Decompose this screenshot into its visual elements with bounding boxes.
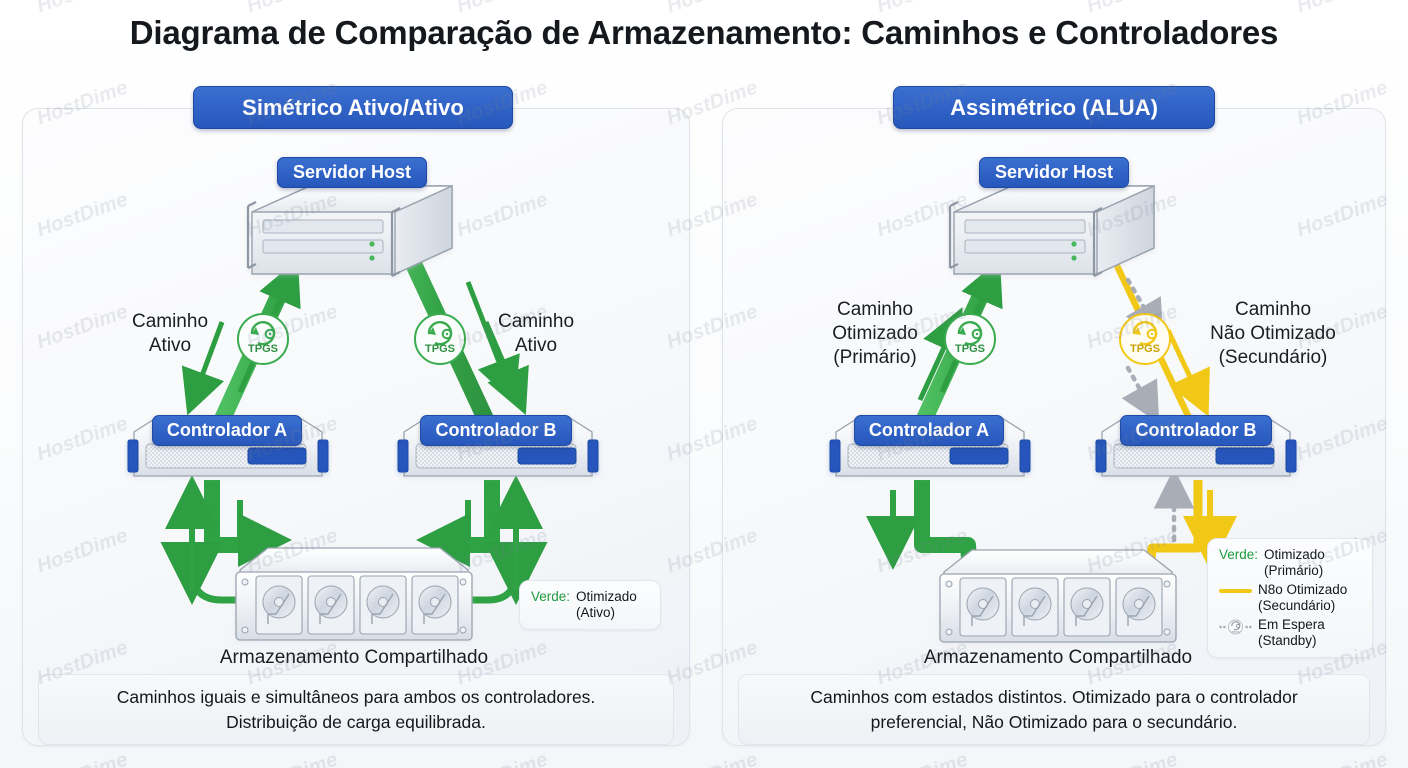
right-controller-b-label: Controlador B [1120, 415, 1272, 446]
legend-green-key: Verde: [531, 589, 571, 604]
left-path-label-a-line2: Ativo [148, 334, 192, 356]
right-storage-array [939, 549, 1177, 643]
description-asymmetric: Caminhos com estados distintos. Otimizad… [738, 674, 1370, 745]
left-panel-artwork [127, 184, 599, 641]
right-path-label-nonoptimized-line1: Caminho [1234, 299, 1312, 320]
right-path-label-optimized-line1: Caminho [836, 299, 914, 320]
left-tpgs-badge-a [237, 313, 289, 365]
description-symmetric-line2: Distribuição de carga equilibrada. [226, 711, 486, 732]
legend-standby-value: Em Espera (Standby) [1258, 617, 1325, 649]
right-tpgs-badge-green [944, 313, 996, 365]
legend-row-green: Verde: Otimizado (Ativo) [531, 589, 649, 621]
yellow-line-swatch-icon [1219, 588, 1252, 593]
legend-nonoptimized-line1: N8o Otimizado [1258, 581, 1348, 597]
legend-standby-line1: Em Espera [1258, 616, 1325, 632]
legend-green-value-line2: (Ativo) [576, 604, 616, 620]
legend-asymmetric: Verde: Otimizado (Primário) N8o Otimizad… [1207, 538, 1373, 658]
legend-standby-line2: (Standby) [1258, 632, 1317, 648]
legend-nonoptimized-value: N8o Otimizado (Secundário) [1258, 582, 1347, 614]
page-title: Diagrama de Comparação de Armazenamento:… [129, 14, 1279, 51]
panel-title-asymmetric: Assimétrico (ALUA) [893, 86, 1215, 129]
legend-symmetric: Verde: Otimizado (Ativo) [519, 580, 661, 630]
left-tpgs-b-text: TPGS [425, 343, 455, 355]
description-symmetric-line1: Caminhos iguais e simultâneos para ambos… [116, 687, 596, 707]
right-controller-b [1095, 417, 1297, 477]
legend-row-optimized: Verde: Otimizado (Primário) [1219, 547, 1361, 579]
description-symmetric: Caminhos iguais e simultâneos para ambos… [38, 674, 674, 745]
panel-title-symmetric: Simétrico Ativo/Ativo [193, 86, 513, 129]
legend-row-standby: TPGS Em Espera (Standby) [1219, 617, 1361, 649]
standby-tpgs-icon: TPGS [1219, 619, 1252, 635]
right-path-label-nonoptimized-line2: Não Otimizado [1210, 322, 1336, 344]
legend-nonoptimized-line2: (Secundário) [1258, 597, 1336, 613]
left-path-label-a-line1: Caminho [131, 311, 209, 332]
right-path-label-optimized: Caminho Otimizado (Primário) [800, 298, 950, 369]
right-controller-a-label: Controlador A [854, 415, 1004, 446]
legend-row-nonoptimized: N8o Otimizado (Secundário) [1219, 582, 1361, 614]
right-host-label: Servidor Host [979, 157, 1129, 188]
left-storage-label: Armazenamento Compartilhado [219, 647, 489, 668]
right-path-label-optimized-line2: Otimizado [832, 322, 918, 344]
left-host-server [246, 184, 453, 277]
legend-optimized-line2: (Primário) [1264, 562, 1324, 578]
left-controller-b-label: Controlador B [420, 415, 572, 446]
left-storage-array [235, 547, 473, 641]
left-path-label-a: Caminho Ativo [100, 310, 240, 358]
left-host-label: Servidor Host [277, 157, 427, 188]
right-tpgs-green-text: TPGS [955, 343, 985, 355]
right-panel-artwork [829, 184, 1297, 643]
legend-green-value: Otimizado (Ativo) [576, 589, 637, 621]
left-path-label-b: Caminho Ativo [466, 310, 606, 358]
svg-text:TPGS: TPGS [1231, 630, 1239, 634]
legend-optimized-line1: Otimizado [1264, 547, 1325, 562]
right-tpgs-badge-yellow [1119, 313, 1171, 365]
legend-green-value-line1: Otimizado [576, 589, 637, 604]
right-path-label-optimized-line3: (Primário) [833, 346, 917, 368]
right-host-server [948, 184, 1155, 277]
left-tpgs-a-text: TPGS [248, 343, 278, 355]
right-tpgs-yellow-text: TPGS [1130, 343, 1160, 355]
legend-optimized-value: Otimizado (Primário) [1264, 547, 1325, 579]
description-asymmetric-line2: preferencial, Não Otimizado para o secun… [870, 711, 1238, 732]
right-storage-label: Armazenamento Compartilhado [923, 647, 1193, 668]
left-path-label-b-line1: Caminho [497, 311, 575, 332]
description-asymmetric-line1: Caminhos com estados distintos. Otimizad… [810, 687, 1298, 707]
right-path-label-nonoptimized: Caminho Não Otimizado (Secundário) [1178, 298, 1368, 369]
left-controller-a-label: Controlador A [152, 415, 302, 446]
legend-optimized-key: Verde: [1219, 547, 1259, 562]
left-path-label-b-line2: Ativo [514, 334, 558, 356]
left-tpgs-badge-b [414, 313, 466, 365]
right-path-label-nonoptimized-line3: (Secundário) [1218, 346, 1328, 368]
